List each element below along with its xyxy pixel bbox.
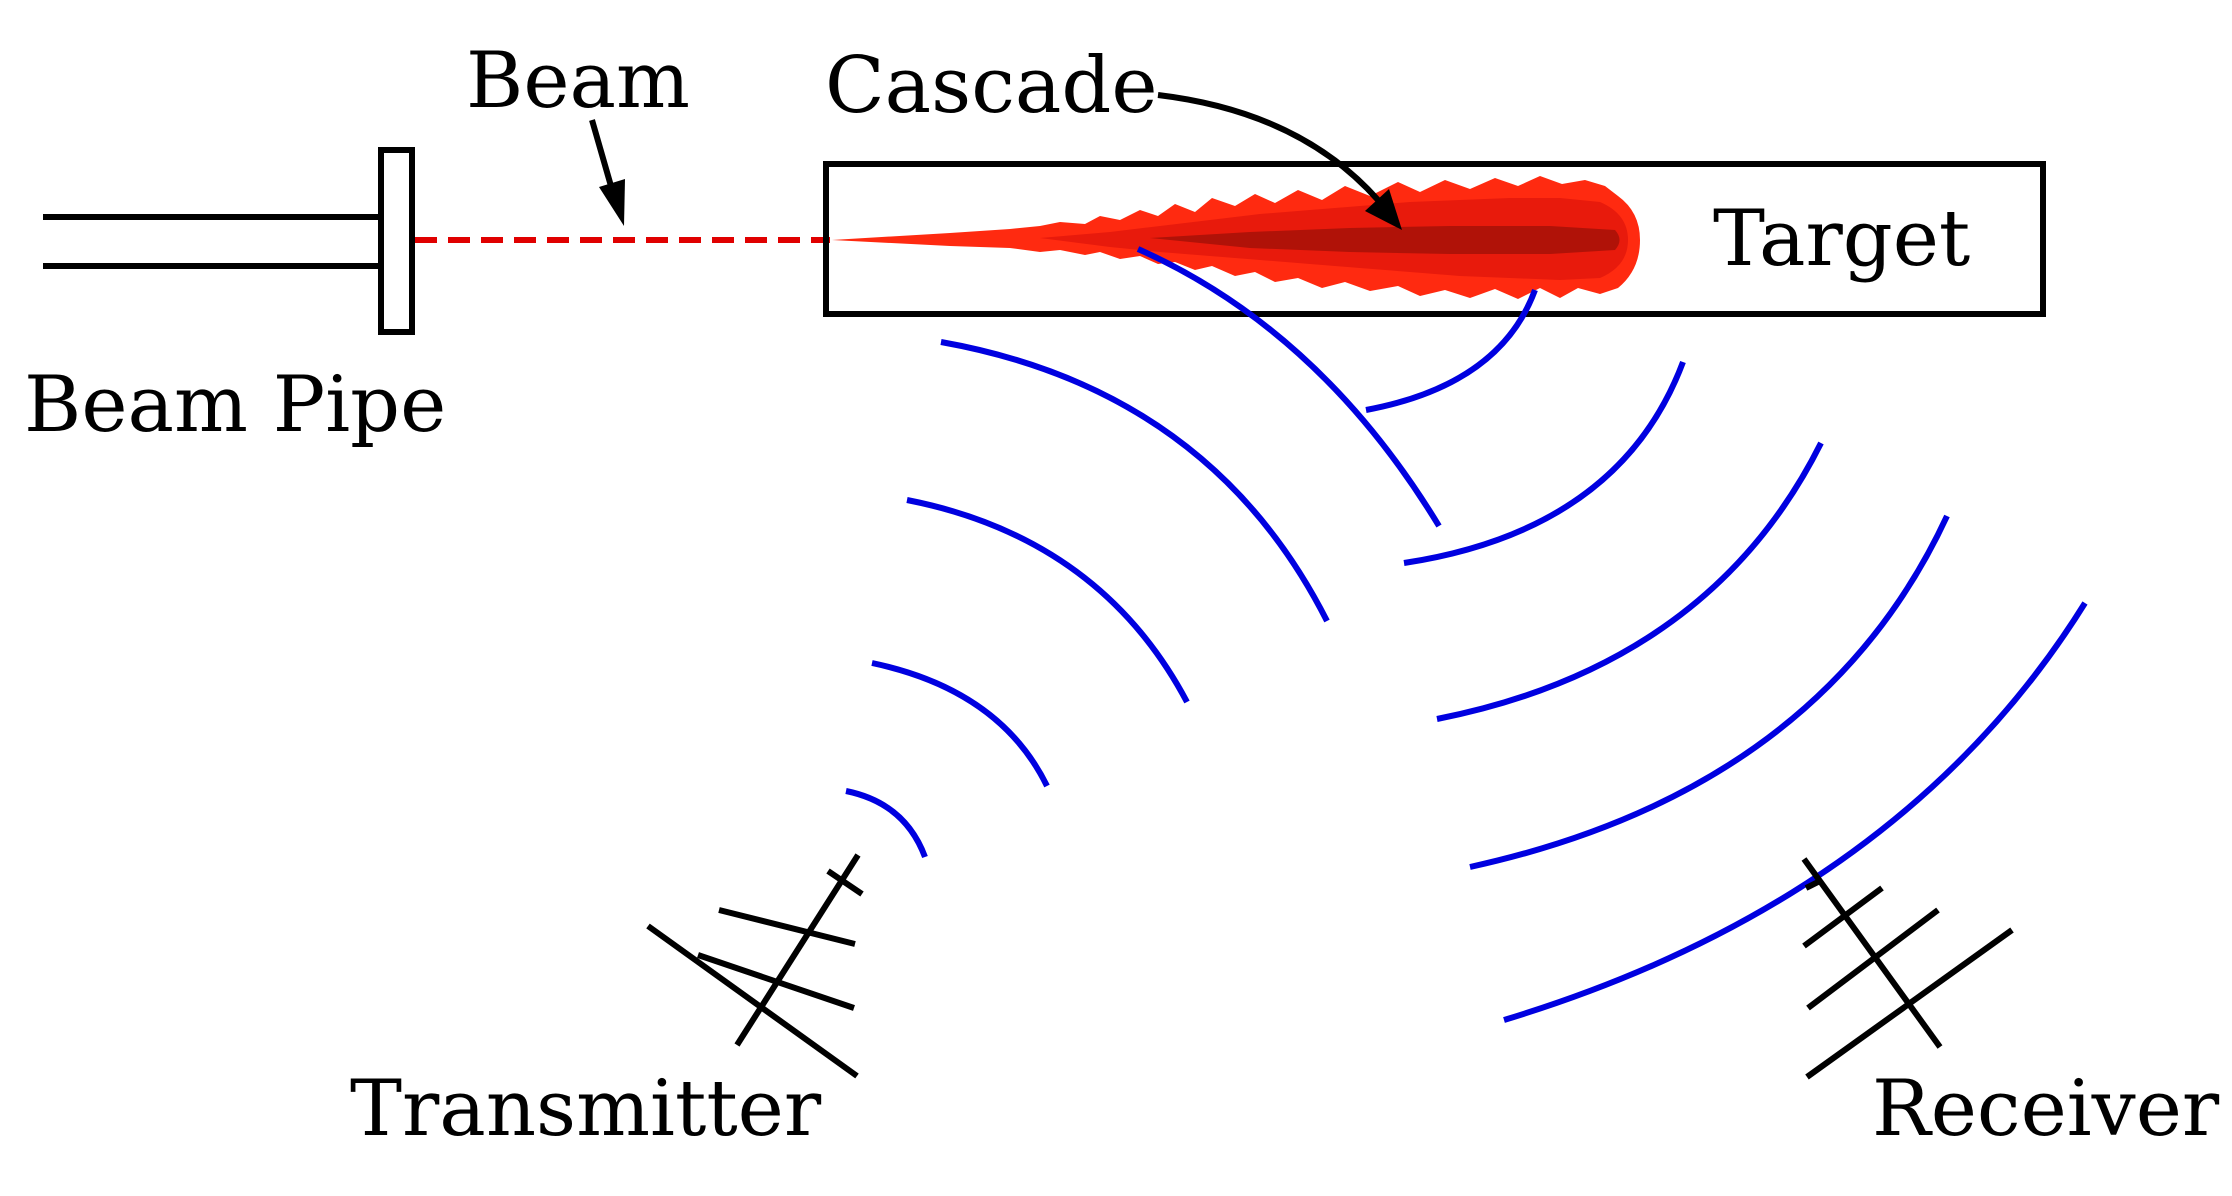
transmitted-wave-4 [940,339,1330,623]
receiver-antenna [1801,857,2014,1080]
transmitted-wave-5 [1136,246,1442,528]
receiver-boom [1801,857,1943,1049]
receiver-label: Receiver [1872,1064,2220,1154]
scattered-wave-2 [1403,360,1686,566]
beam-pipe-label: Beam Pipe [24,360,446,450]
beam-arrow-shaft [589,119,616,194]
transmitter-antenna [646,853,864,1079]
beam-pipe-window [378,147,415,335]
transmitter-element-3 [697,952,855,1011]
scattered-wave-3 [1436,441,1824,722]
cascade-shower [832,176,1640,299]
receiver-element-1 [1804,877,1824,891]
cascade-core [1150,226,1620,254]
beam-arrow-head [599,179,625,226]
transmitted-wave-2 [871,660,1050,788]
scattered-wave-4 [1469,514,1950,870]
cascade-arrow-shaft [1157,92,1381,202]
scattered-wave-1 [1365,288,1538,413]
transmitter-element-1 [826,868,864,897]
transmitter-boom [734,853,861,1047]
receiver-element-4 [1805,927,2014,1080]
cascade-arrow [1157,92,1402,230]
beam-label: Beam [466,36,690,126]
transmitted-wave-3 [906,497,1190,704]
cascade-label: Cascade [825,41,1158,131]
scattered-wave-5 [1503,601,2088,1023]
beam-arrow [589,119,625,226]
target-box [823,161,2046,317]
transmitter-element-2 [718,907,856,947]
receiver-element-3 [1806,907,1940,1011]
transmitter-element-4 [646,923,859,1079]
transmitted-wave-1 [845,788,928,859]
beam-pipe [43,147,415,335]
target-label: Target [1713,194,1970,284]
cascade-arrow-head [1365,189,1402,230]
radio-waves [845,246,2088,1023]
transmitter-label: Transmitter [350,1064,822,1154]
receiver-element-2 [1802,885,1884,949]
